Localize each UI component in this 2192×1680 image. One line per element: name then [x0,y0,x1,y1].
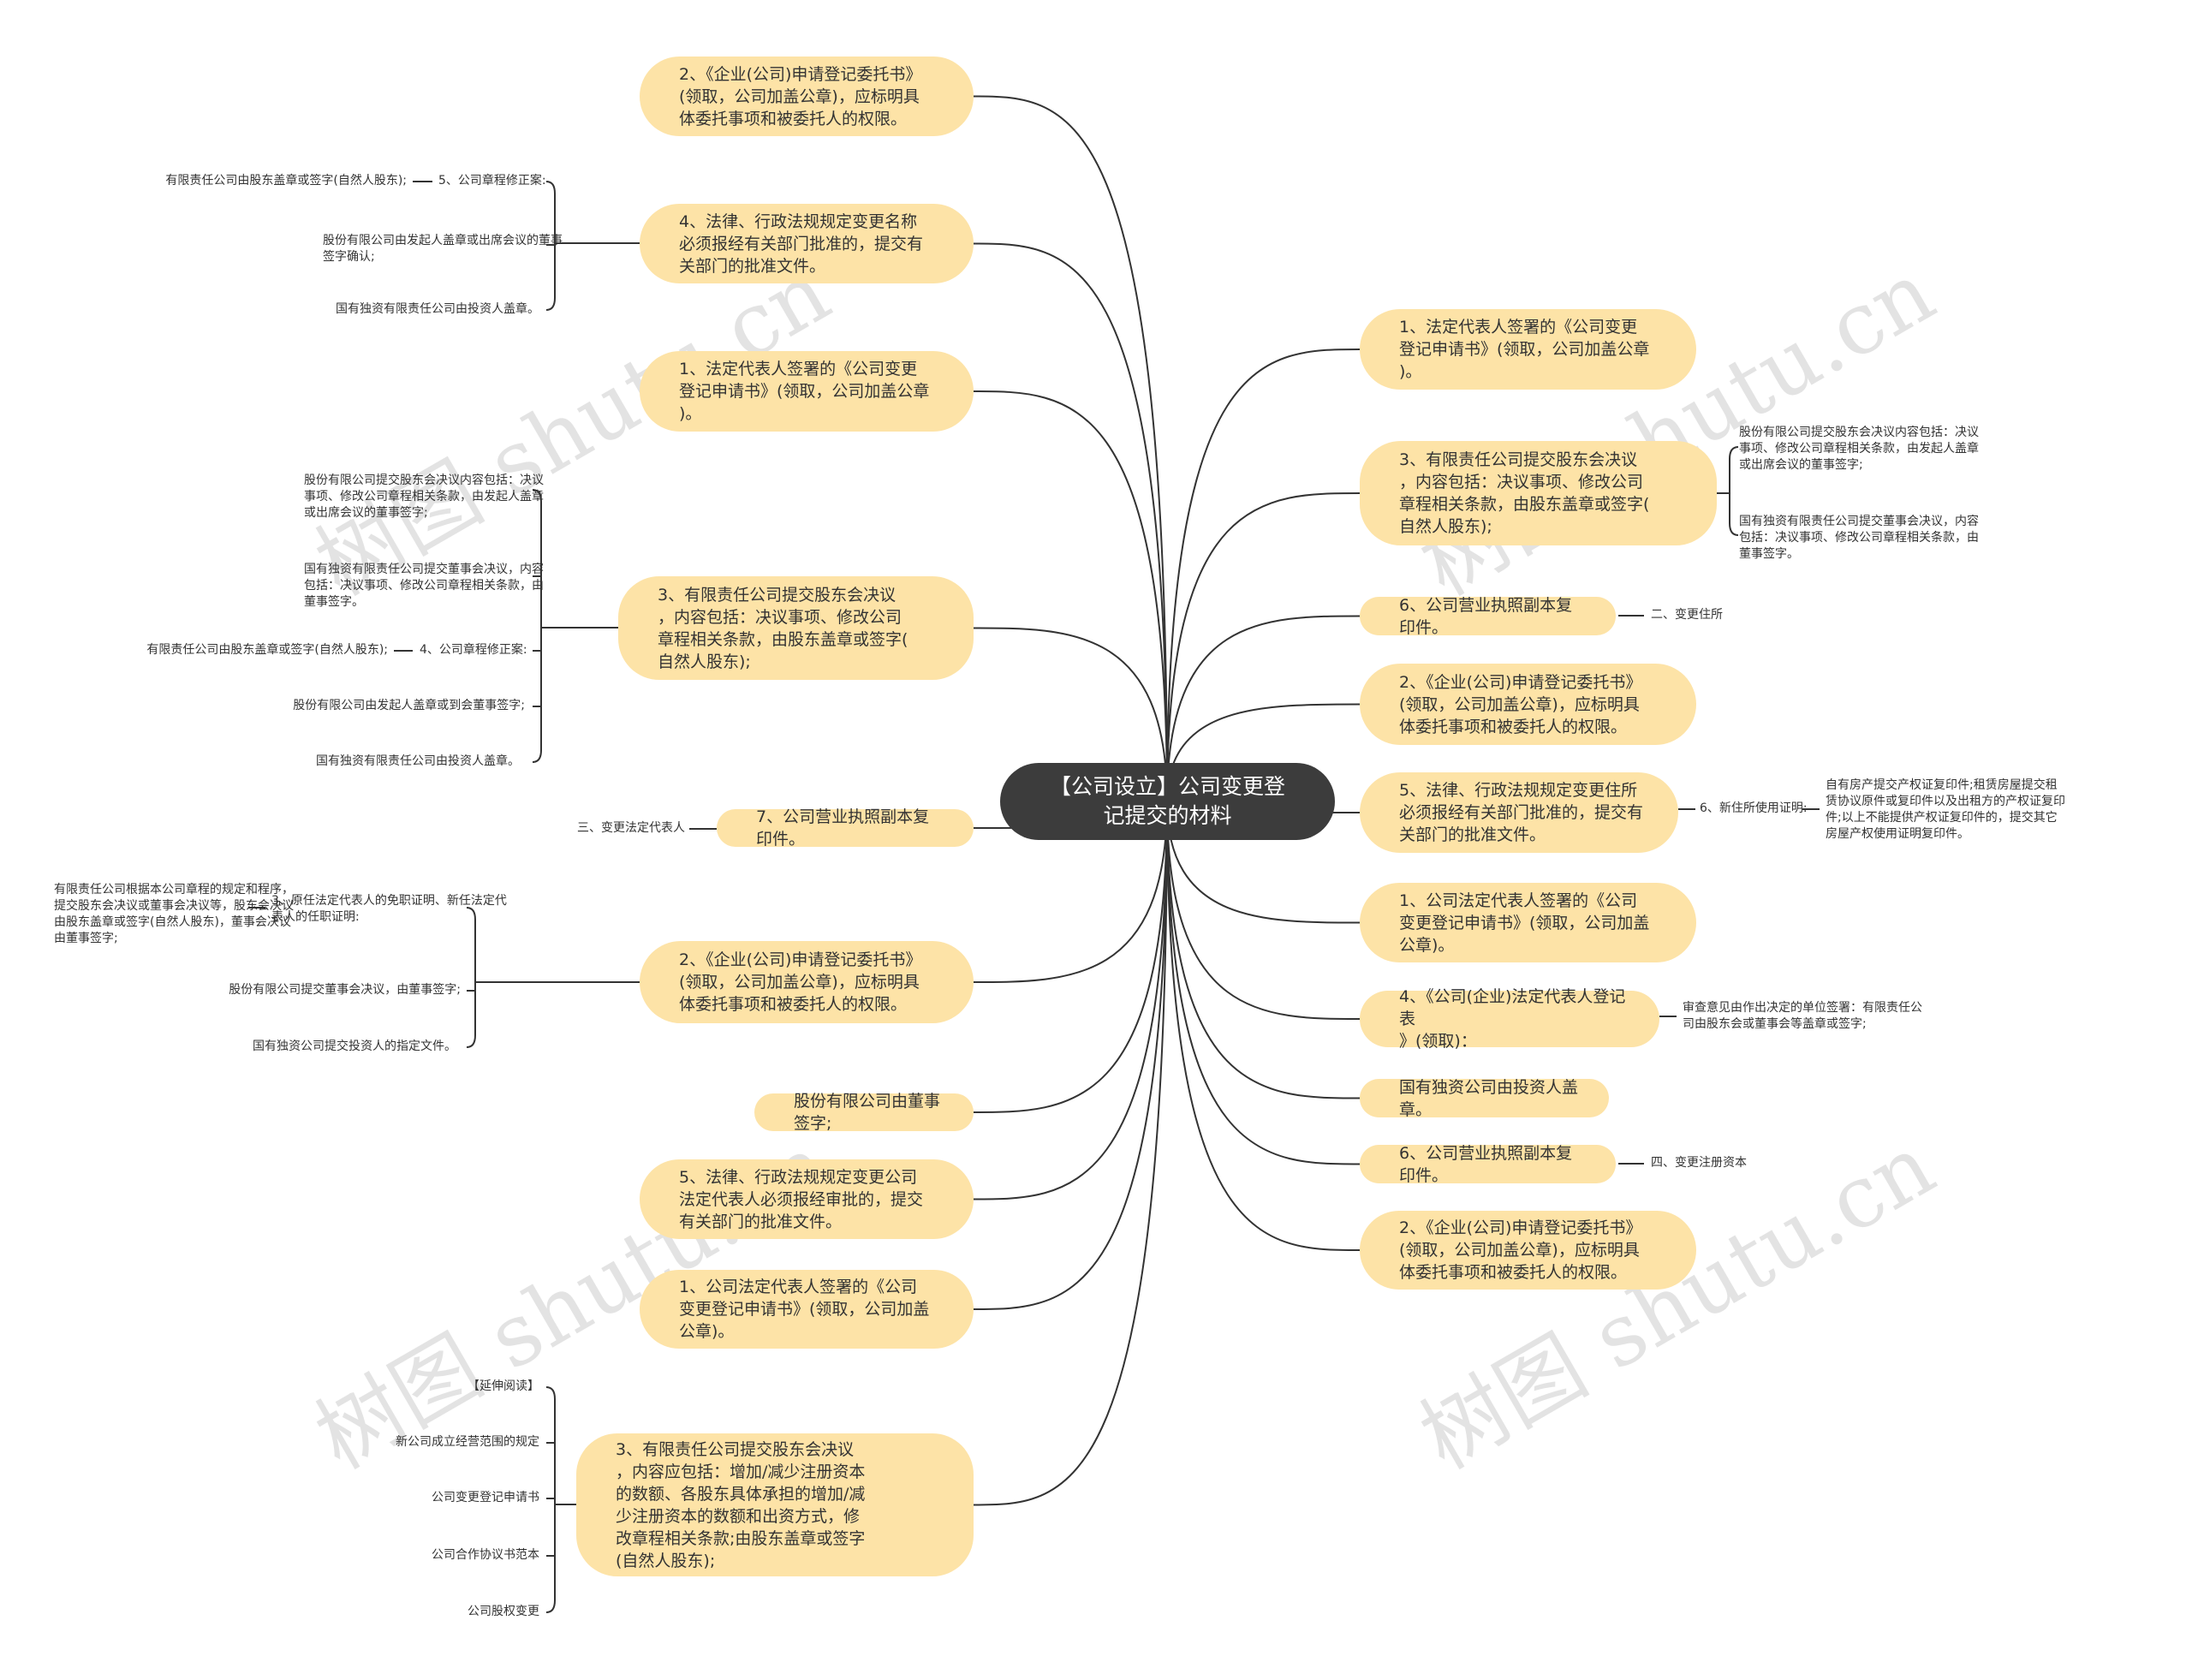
leaf-item: 3、原任法定代表人的免职证明、新任法定代 表人的任职证明: [271,894,507,924]
branch-connector [973,801,1168,983]
branch-connector [973,801,1168,1310]
bracket [532,489,542,763]
topic-node-right[interactable]: 1、法定代表人签署的《公司变更 登记申请书》(领取，公司加盖公章 )。 [1360,309,1696,390]
topic-node-left[interactable]: 股份有限公司由董事签字; [754,1092,974,1133]
further-reading-link: 公司变更登记申请书 [432,1491,539,1504]
topic-node-left[interactable]: 3、有限责任公司提交股东会决议 ，内容包括：决议事项、修改公司 章程相关条款，由… [618,576,974,680]
leaf-item: 国有独资公司提交投资人的指定文件。 [253,1040,456,1053]
branch-connector [1166,492,1361,802]
topic-node-right[interactable]: 3、有限责任公司提交股东会决议 ，内容包括：决议事项、修改公司 章程相关条款，由… [1360,441,1717,545]
leaf-item: 四、变更注册资本 [1651,1156,1747,1170]
branch-connector [1166,349,1361,802]
bracket [466,907,476,1048]
leaf-item: 国有独资有限责任公司提交董事会决议，内容 包括：决议事项、修改公司章程相关条款，… [304,563,544,609]
branch-connector [1166,801,1361,1251]
leaf-item: 自有房产提交产权证复印件;租赁房屋提交租 赁协议原件或复印件以及出租方的产权证复… [1826,778,2065,841]
branch-connector [973,801,1168,1506]
branch-connector [973,242,1168,802]
further-reading-link: 公司合作协议书范本 [432,1548,539,1562]
topic-node-left[interactable]: 3、有限责任公司提交股东会决议 ，内容应包括：增加/减少注册资本 的数额、各股东… [576,1433,974,1576]
leaf-item: 6、新住所使用证明: [1700,801,1808,815]
topic-node-left[interactable]: 4、法律、行政法规规定变更名称 必须报经有关部门批准的，提交有 关部门的批准文件… [640,204,974,283]
topic-node-right[interactable]: 2、《企业(公司)申请登记委托书》 (领取，公司加盖公章)，应标明具 体委托事项… [1360,664,1696,745]
branch-connector [973,801,1168,1113]
further-reading-link: 【延伸阅读】 [468,1379,539,1393]
further-reading-link: 公司股权变更 [468,1605,539,1618]
topic-node-right[interactable]: 1、公司法定代表人签署的《公司 变更登记申请书》(领取，公司加盖 公章)。 [1360,883,1696,962]
branch-connector [1166,801,1361,1099]
center-topic[interactable]: 【公司设立】公司变更登 记提交的材料 [1000,763,1335,840]
leaf-item: 有限责任公司由股东盖章或签字(自然人股东); [146,643,388,657]
bracket [1729,446,1739,536]
leaf-item: 股份有限公司由发起人盖章或出席会议的董事 签字确认; [323,234,563,264]
topic-node-left[interactable]: 5、法律、行政法规规定变更公司 法定代表人必须报经审批的，提交 有关部门的批准文… [640,1159,974,1239]
topic-node-right[interactable]: 6、公司营业执照副本复印件。 [1360,1144,1616,1185]
leaf-item: 股份有限公司提交股东会决议内容包括：决议 事项、修改公司章程相关条款，由发起人盖… [304,474,544,520]
leaf-item: 国有独资有限责任公司由投资人盖章。 [316,754,520,768]
topic-node-left[interactable]: 1、公司法定代表人签署的《公司 变更登记申请书》(领取，公司加盖 公章)。 [640,1270,974,1349]
leaf-item: 股份有限公司提交董事会决议，由董事签字; [229,983,461,997]
topic-node-left[interactable]: 1、法定代表人签署的《公司变更 登记申请书》(领取，公司加盖公章 )。 [640,351,974,432]
leaf-item: 股份有限公司由发起人盖章或到会董事签字; [293,699,525,712]
topic-node-right[interactable]: 2、《企业(公司)申请登记委托书》 (领取，公司加盖公章)，应标明具 体委托事项… [1360,1211,1696,1290]
branch-connector [1166,801,1361,924]
topic-node-left[interactable]: 2、《企业(公司)申请登记委托书》 (领取，公司加盖公章)，应标明具 体委托事项… [640,57,974,136]
branch-connector [1166,801,1361,1020]
branch-connector [973,95,1168,802]
bracket [545,1386,556,1613]
leaf-item: 5、公司章程修正案: [438,174,546,188]
further-reading-link: 新公司成立经营范围的规定 [396,1435,539,1449]
branch-connector [1166,801,1361,1165]
leaf-item: 国有独资有限责任公司由投资人盖章。 [336,302,539,316]
topic-node-left[interactable]: 7、公司营业执照副本复印件。 [717,807,974,849]
topic-node-right[interactable]: 4、《公司(企业)法定代表人登记表 》(领取)： [1360,987,1659,1051]
leaf-item: 股份有限公司提交股东会决议内容包括：决议 事项、修改公司章程相关条款，由发起人盖… [1739,426,1979,472]
leaf-item: 有限责任公司由股东盖章或签字(自然人股东); [165,174,407,188]
branch-connector [1166,615,1361,802]
leaf-item: 国有独资有限责任公司提交董事会决议，内容 包括：决议事项、修改公司章程相关条款，… [1739,515,1979,561]
topic-node-right[interactable]: 5、法律、行政法规规定变更住所 必须报经有关部门批准的，提交有 关部门的批准文件… [1360,772,1678,853]
topic-node-left[interactable]: 2、《企业(公司)申请登记委托书》 (领取，公司加盖公章)，应标明具 体委托事项… [640,941,974,1023]
leaf-item: 4、公司章程修正案: [420,643,527,657]
leaf-item: 审查意见由作出决定的单位签署：有限责任公 司由股东会或董事会等盖章或签字; [1683,1001,1922,1031]
branch-connector [973,801,1168,1200]
leaf-item: 二、变更住所 [1651,608,1723,622]
branch-connector [973,390,1168,802]
leaf-item: 三、变更法定代表人 [577,821,685,835]
leaf-item: 有限责任公司根据本公司章程的规定和程序， 提交股东会决议或董事会决议等，股东会决… [54,883,294,945]
branch-connector [973,627,1168,802]
topic-node-right[interactable]: 国有独资公司由投资人盖章。 [1360,1078,1609,1119]
topic-node-right[interactable]: 6、公司营业执照副本复印件。 [1360,596,1616,637]
